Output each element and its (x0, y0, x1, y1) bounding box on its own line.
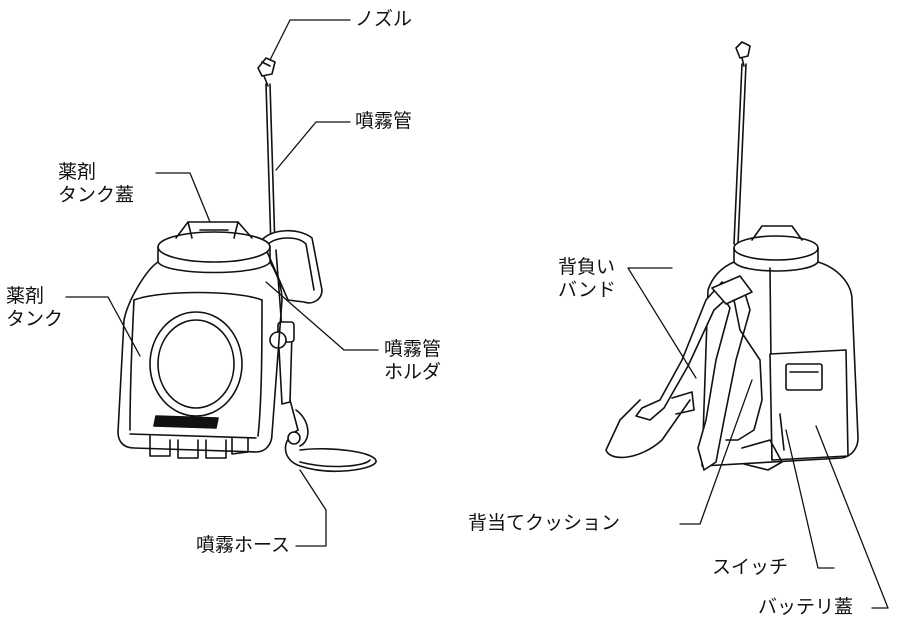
leader-pipe-holder (265, 281, 379, 351)
label-battery-cover: バッテリ蓋 (758, 596, 853, 619)
label-switch-text: スイッチ (712, 556, 789, 578)
back-cushion (725, 299, 763, 441)
label-tank-line2: タンク (6, 308, 64, 330)
wand-handle-front (261, 229, 323, 431)
label-tank-cap-line1: 薬剤 (58, 161, 97, 183)
label-spray-pipe: 噴霧管 (355, 110, 412, 133)
leader-shoulder-band (627, 267, 697, 379)
leader-back-cushion (679, 379, 753, 525)
label-spray-hose: 噴霧ホース (196, 534, 290, 557)
label-shoulder-band-line2: バンド (558, 279, 616, 301)
tank-cap-back (733, 225, 819, 272)
logo-plate (153, 415, 219, 429)
label-battery-cover-text: バッテリ蓋 (758, 596, 854, 618)
spray-pipe-front (265, 83, 276, 249)
tank-body-front (117, 261, 283, 459)
label-pipe-holder-line1: 噴霧管 (384, 338, 442, 360)
front-sprayer (117, 57, 377, 473)
label-back-cushion: 背当てクッション (468, 512, 620, 535)
label-pipe-holder-line2: ホルダ (384, 361, 442, 383)
label-tank-cap-line2: タンク蓋 (58, 184, 135, 206)
label-switch: スイッチ (712, 556, 788, 579)
leader-tank-cap (155, 172, 211, 223)
leader-nozzle (269, 19, 351, 61)
leader-tank (65, 296, 141, 357)
label-shoulder-band-line1: 背負い (558, 256, 616, 278)
tank-cap-front (157, 221, 271, 274)
spray-pipe-back (733, 63, 747, 245)
leader-spray-pipe (275, 121, 351, 171)
leader-battery-cover (815, 425, 889, 609)
label-tank: 薬剤 タンク (6, 285, 63, 331)
label-nozzle: ノズル (355, 8, 412, 31)
label-spray-hose-text: 噴霧ホース (196, 534, 291, 556)
back-sprayer (605, 41, 859, 471)
label-pipe-holder: 噴霧管 ホルダ (384, 338, 441, 384)
label-shoulder-band: 背負い バンド (558, 256, 616, 302)
tank-body-back (701, 261, 859, 467)
leader-switch (785, 429, 835, 569)
nozzle-front (257, 57, 276, 87)
nozzle-back (735, 41, 751, 67)
shoulder-band (605, 275, 783, 471)
label-nozzle-text: ノズル (355, 8, 413, 30)
label-tank-cap: 薬剤 タンク蓋 (58, 161, 134, 207)
spray-hose-front (284, 409, 377, 473)
leader-spray-hose (295, 469, 327, 547)
label-tank-line1: 薬剤 (6, 285, 45, 307)
label-spray-pipe-text: 噴霧管 (355, 110, 413, 132)
label-back-cushion-text: 背当てクッション (468, 512, 621, 534)
leader-lines (65, 19, 889, 609)
